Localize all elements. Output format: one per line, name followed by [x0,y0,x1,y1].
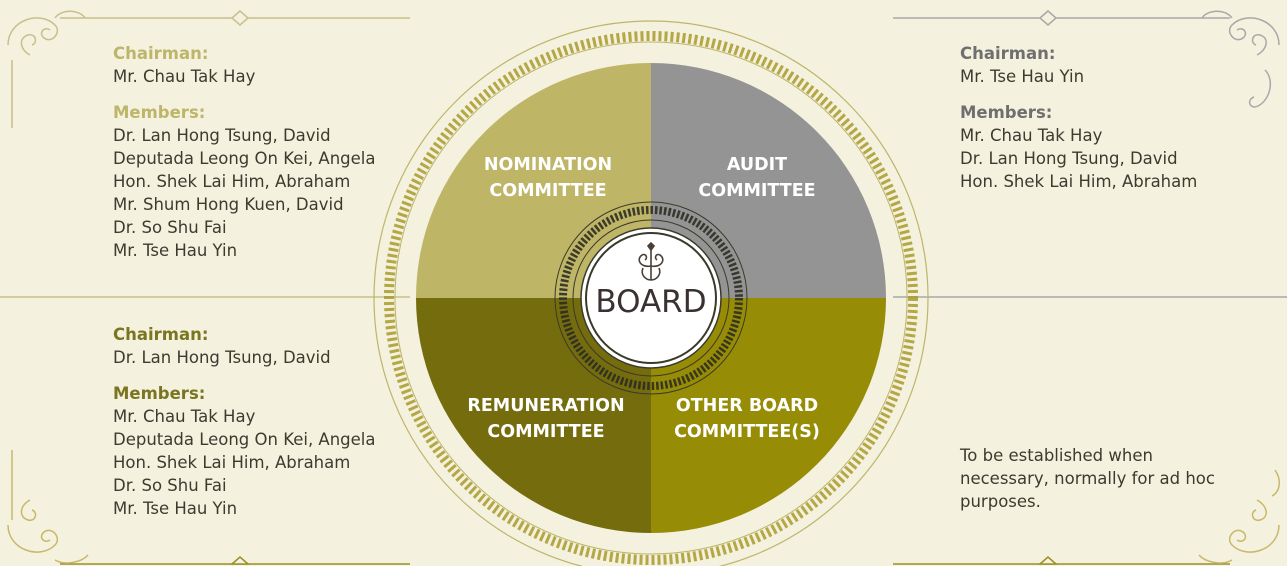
other-description-line: To be established when [960,446,1153,465]
quadrant-other[interactable] [651,298,886,533]
trident-icon [638,241,664,281]
other-title-line2: COMMITTEE(S) [674,422,820,442]
quadrant-audit[interactable] [651,63,886,298]
nomination-member: Deputada Leong On Kei, Angela [113,149,376,168]
nomination-member: Dr. Lan Hong Tsung, David [113,126,331,145]
remuneration-member: Mr. Tse Hau Yin [113,499,238,518]
remuneration-chairman-label: Chairman: [113,325,209,344]
frame-top-right-diamond [1038,10,1058,26]
quadrant-nomination[interactable] [416,63,651,298]
remuneration-members-panel: Chairman: Dr. Lan Hong Tsung, David Memb… [113,323,376,520]
board-medallion[interactable]: BOARD [554,201,748,395]
audit-member: Mr. Chau Tak Hay [960,126,1103,145]
remuneration-member: Dr. So Shu Fai [113,476,227,495]
nomination-title-line2: COMMITTEE [489,181,606,201]
quadrant-remuneration[interactable] [416,298,651,533]
audit-chairman-label: Chairman: [960,44,1056,63]
nomination-chairman: Mr. Chau Tak Hay [113,67,256,86]
committee-wheel [416,63,886,533]
audit-members-panel: Chairman: Mr. Tse Hau Yin Members: Mr. C… [960,42,1197,193]
nomination-title-line1: NOMINATION [484,155,612,175]
remuneration-title-line1: REMUNERATION [467,396,624,416]
corner-ornament-top-left [7,10,86,56]
audit-member: Hon. Shek Lai Him, Abraham [960,172,1198,191]
corner-ornament-bottom-right [1198,469,1280,564]
board-label: BOARD [595,284,706,320]
remuneration-member: Mr. Chau Tak Hay [113,407,256,426]
remuneration-member: Deputada Leong On Kei, Angela [113,430,376,449]
remuneration-member: Hon. Shek Lai Him, Abraham [113,453,351,472]
frame-bottom-right-diamond [1038,556,1058,565]
other-title-line1: OTHER BOARD [676,396,818,416]
nomination-members-label: Members: [113,103,206,122]
nomination-chairman-label: Chairman: [113,44,209,63]
audit-title-line2: COMMITTEE [698,181,815,201]
audit-members-label: Members: [960,103,1053,122]
corner-ornament-top-right [1201,10,1280,108]
frame-lines [0,10,1287,565]
audit-chairman: Mr. Tse Hau Yin [960,67,1085,86]
other-description-line: purposes. [960,492,1041,511]
frame-bottom-left-diamond [230,556,250,565]
nomination-member: Dr. So Shu Fai [113,218,227,237]
other-description-line: necessary, normally for ad hoc [960,469,1215,488]
outer-ring [373,20,929,566]
nomination-members-panel: Chairman: Mr. Chau Tak Hay Members: Dr. … [113,42,376,262]
audit-title-line1: AUDIT [727,155,787,175]
nomination-member: Hon. Shek Lai Him, Abraham [113,172,351,191]
corner-ornament-bottom-left [7,450,89,564]
remuneration-chairman: Dr. Lan Hong Tsung, David [113,348,331,367]
nomination-member: Mr. Tse Hau Yin [113,241,238,260]
nomination-member: Mr. Shum Hong Kuen, David [113,195,344,214]
remuneration-title-line2: COMMITTEE [487,422,604,442]
remuneration-members-label: Members: [113,384,206,403]
other-committee-description: To be established when necessary, normal… [960,444,1215,513]
frame-top-left-diamond [230,10,250,26]
audit-member: Dr. Lan Hong Tsung, David [960,149,1178,168]
